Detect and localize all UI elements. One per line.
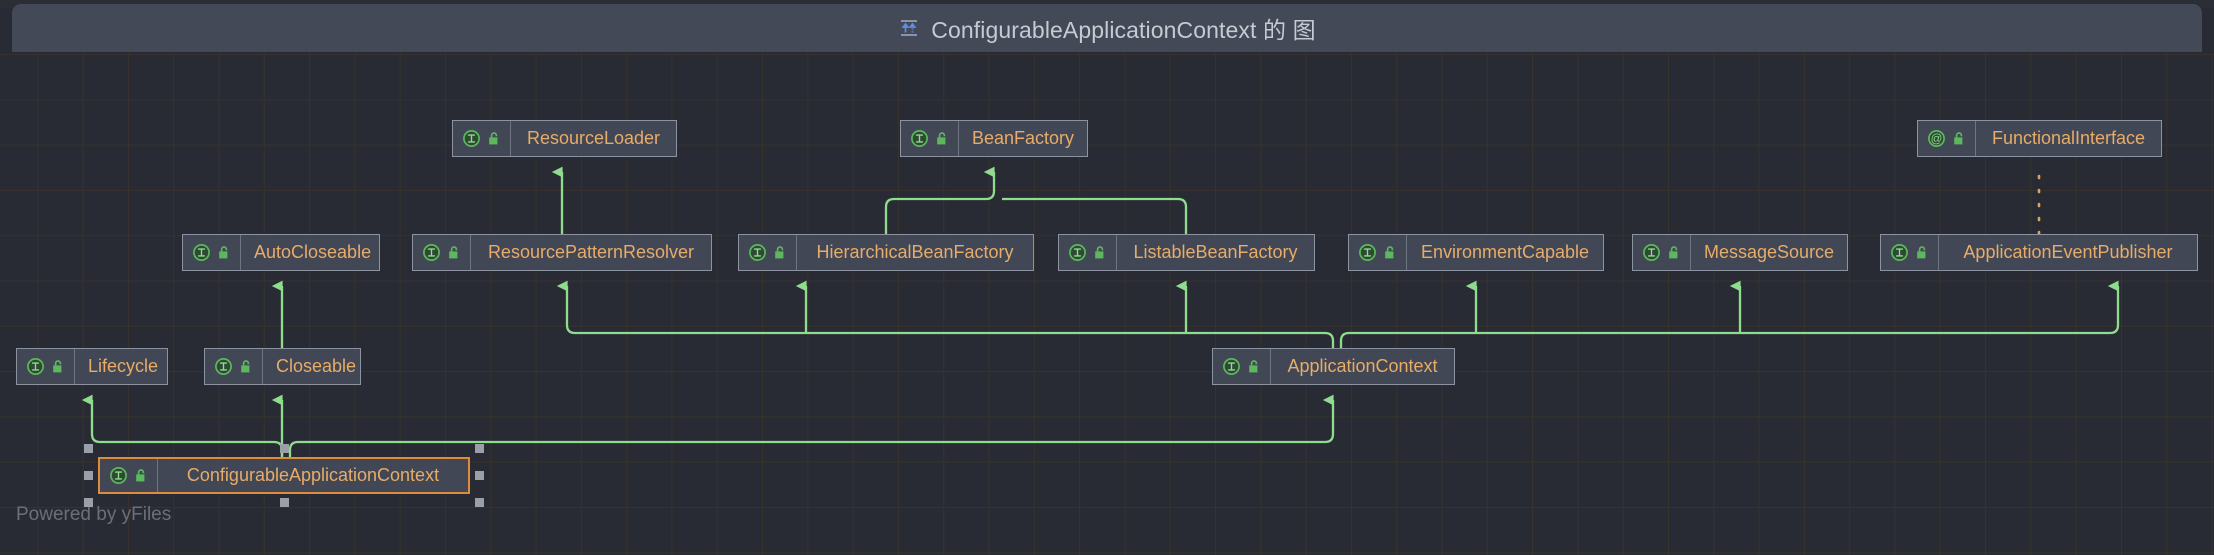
public-lock-icon	[1385, 246, 1394, 259]
interface-circle-icon	[749, 244, 766, 261]
uml-node-closeable[interactable]: Closeable	[204, 348, 361, 385]
node-label: ApplicationContext	[1287, 356, 1438, 376]
node-label: ConfigurableApplicationContext	[186, 465, 440, 485]
edge-configurableapplicationcontext-lifecycle	[81, 394, 284, 457]
node-badges	[100, 459, 158, 492]
edge-hierarchicalbeanfactory-beanfactory	[884, 166, 996, 234]
public-lock-icon	[489, 132, 498, 145]
public-lock-icon	[1917, 246, 1926, 259]
node-badges	[739, 235, 797, 270]
uml-node-configurableapplicationcontext[interactable]: ConfigurableApplicationContext	[98, 457, 470, 494]
public-lock-icon	[219, 246, 228, 259]
node-label: HierarchicalBeanFactory	[816, 242, 1014, 262]
edge-configurableapplicationcontext-applicationcontext	[288, 394, 1335, 457]
interface-circle-icon	[1359, 244, 1376, 261]
node-badges	[205, 349, 263, 384]
node-label: MessageSource	[1704, 242, 1835, 262]
interface-circle-icon	[1069, 244, 1086, 261]
uml-node-applicationcontext[interactable]: ApplicationContext	[1212, 348, 1455, 385]
public-lock-icon	[1249, 360, 1258, 373]
annotation-at-icon: @	[1928, 130, 1945, 147]
node-badges	[1213, 349, 1271, 384]
node-label: Closeable	[276, 356, 357, 376]
node-label: BeanFactory	[972, 128, 1075, 148]
uml-node-beanfactory[interactable]: BeanFactory	[900, 120, 1088, 157]
node-badges	[17, 349, 75, 384]
public-lock-icon	[136, 469, 145, 482]
selection-handle-2[interactable]	[475, 444, 484, 453]
uml-node-functionalinterface[interactable]: @ FunctionalInterface	[1917, 120, 2162, 157]
uml-node-hierarchicalbeanfactory[interactable]: HierarchicalBeanFactory	[738, 234, 1034, 271]
node-label: AutoCloseable	[254, 242, 372, 262]
interface-circle-icon	[215, 358, 232, 375]
node-badges	[1349, 235, 1407, 270]
page-title: ConfigurableApplicationContext 的 图	[931, 17, 1316, 43]
uml-node-applicationeventpublisher[interactable]: ApplicationEventPublisher	[1880, 234, 2198, 271]
interface-circle-icon	[1891, 244, 1908, 261]
selection-handle-6[interactable]	[279, 498, 289, 507]
node-badges	[1059, 235, 1117, 270]
interface-circle-icon	[911, 130, 928, 147]
public-lock-icon	[1954, 132, 1963, 145]
interface-circle-icon	[110, 467, 127, 484]
uml-node-messagesource[interactable]: MessageSource	[1632, 234, 1848, 271]
interface-circle-icon	[423, 244, 440, 261]
yfiles-watermark: Powered by yFiles	[16, 504, 172, 525]
uml-node-lifecycle[interactable]: Lifecycle	[16, 348, 168, 385]
interface-circle-icon	[27, 358, 44, 375]
selection-handle-7[interactable]	[475, 498, 484, 507]
svg-text:@: @	[1931, 134, 1943, 146]
public-lock-icon	[1095, 246, 1104, 259]
public-lock-icon	[1669, 246, 1678, 259]
interface-circle-icon	[1643, 244, 1660, 261]
interface-circle-icon	[463, 130, 480, 147]
node-badges	[183, 235, 241, 270]
edge-applicationcontext-trunk	[556, 280, 1335, 348]
selection-handle-4[interactable]	[475, 471, 484, 480]
uml-node-environmentcapable[interactable]: EnvironmentCapable	[1348, 234, 1604, 271]
node-badges	[1881, 235, 1939, 270]
node-badges	[453, 121, 511, 156]
edge-applicationcontext-spine-right	[1339, 280, 2120, 348]
node-badges: @	[1918, 121, 1976, 156]
interface-circle-icon	[1223, 358, 1240, 375]
node-label: ListableBeanFactory	[1133, 242, 1298, 262]
interface-circle-icon	[193, 244, 210, 261]
uml-hierarchy-icon	[901, 20, 918, 36]
uml-node-autocloseable[interactable]: AutoCloseable	[182, 234, 380, 271]
public-lock-icon	[775, 246, 784, 259]
node-label: ApplicationEventPublisher	[1963, 242, 2173, 262]
uml-node-listablebeanfactory[interactable]: ListableBeanFactory	[1058, 234, 1315, 271]
selection-handle-5[interactable]	[84, 498, 93, 507]
uml-node-resourceloader[interactable]: ResourceLoader	[452, 120, 677, 157]
diagram-canvas[interactable]: ResourceLoader BeanFactory @ FunctionalI…	[0, 52, 2214, 555]
edge-listablebeanfactory-beanfactory	[1002, 197, 1188, 234]
selection-handle-0[interactable]	[84, 444, 93, 453]
edge-layer	[81, 166, 2120, 457]
selection-handle-3[interactable]	[84, 471, 93, 480]
public-lock-icon	[53, 360, 62, 373]
node-label: EnvironmentCapable	[1420, 242, 1590, 262]
selection-handle-1[interactable]	[279, 444, 289, 453]
node-badges	[901, 121, 959, 156]
public-lock-icon	[241, 360, 250, 373]
public-lock-icon	[449, 246, 458, 259]
diagram-header: ConfigurableApplicationContext 的 图	[12, 4, 2202, 52]
node-badges	[413, 235, 471, 270]
node-label: FunctionalInterface	[1991, 128, 2146, 148]
uml-node-resourcepatternresolver[interactable]: ResourcePatternResolver	[412, 234, 712, 271]
node-label: ResourceLoader	[526, 128, 661, 148]
node-label: Lifecycle	[88, 356, 159, 376]
node-badges	[1633, 235, 1691, 270]
node-label: ResourcePatternResolver	[487, 242, 695, 262]
public-lock-icon	[937, 132, 946, 145]
